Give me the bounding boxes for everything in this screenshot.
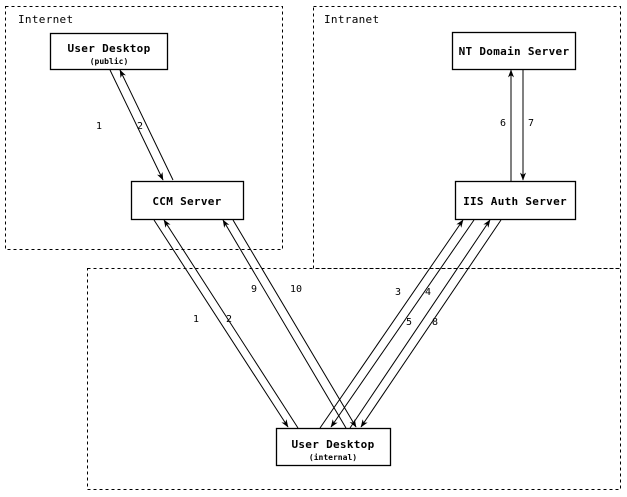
flow-line-5: [349, 219, 491, 429]
node-user-desktop-internal[interactable]: User Desktop (internal): [275, 427, 392, 467]
node-boxes: User Desktop (public) CCM Server NT Doma…: [49, 31, 577, 467]
node-ccm-server[interactable]: CCM Server: [130, 180, 245, 221]
flow-label-2-internal: 2: [226, 314, 232, 325]
flow-line-2-public: [119, 69, 174, 181]
flow-label-10: 10: [290, 284, 302, 295]
iis-auth-server-box[interactable]: [454, 180, 577, 221]
user-desktop-internal-title: User Desktop: [291, 438, 374, 451]
flow-label-1-internal: 1: [193, 314, 199, 325]
flow-label-7: 7: [528, 118, 534, 129]
user-desktop-public-title: User Desktop: [67, 42, 150, 55]
flow-label-5: 5: [406, 317, 412, 328]
ccm-server-title: CCM Server: [152, 195, 221, 208]
flow-line-3: [319, 219, 464, 429]
flow-label-9: 9: [251, 284, 257, 295]
flow-line-1-public: [109, 69, 164, 181]
zone-internal-border: [87, 268, 621, 490]
flow-label-3: 3: [395, 287, 401, 298]
flow-label-6: 6: [500, 118, 506, 129]
flow-label-8: 8: [432, 317, 438, 328]
zone-label-intranet: Intranet: [324, 13, 379, 26]
flow-line-1-internal: [153, 219, 289, 428]
flow-line-4: [330, 219, 475, 428]
node-nt-domain-server[interactable]: NT Domain Server: [451, 31, 577, 71]
nt-domain-server-title: NT Domain Server: [459, 45, 570, 58]
nt-domain-server-box[interactable]: [451, 31, 577, 71]
node-iis-auth-server[interactable]: IIS Auth Server: [454, 180, 577, 221]
flow-label-1-public: 1: [96, 121, 102, 132]
user-desktop-public-subtitle: (public): [90, 56, 129, 66]
zone-internet-border: [5, 6, 283, 250]
user-desktop-public-box[interactable]: [49, 32, 169, 71]
zone-label-internet: Internet: [18, 13, 73, 26]
user-desktop-internal-subtitle: (internal): [309, 452, 357, 462]
ccm-server-box[interactable]: [130, 180, 245, 221]
zone-boundaries: [5, 6, 621, 490]
user-desktop-internal-box[interactable]: [275, 427, 392, 467]
flow-label-4: 4: [425, 287, 431, 298]
flow-lines: [109, 69, 526, 429]
flow-line-10: [232, 219, 357, 428]
flow-line-9: [222, 219, 347, 429]
flow-line-2-internal: [163, 219, 299, 429]
flow-labels: 1 2 6 7 9 10 1 2 3 4 5 8: [96, 118, 534, 328]
node-user-desktop-public[interactable]: User Desktop (public): [49, 32, 169, 71]
zone-labels: Internet Intranet: [18, 13, 379, 26]
flow-line-8: [360, 219, 502, 428]
flow-label-2-public: 2: [137, 121, 143, 132]
iis-auth-server-title: IIS Auth Server: [463, 195, 567, 208]
